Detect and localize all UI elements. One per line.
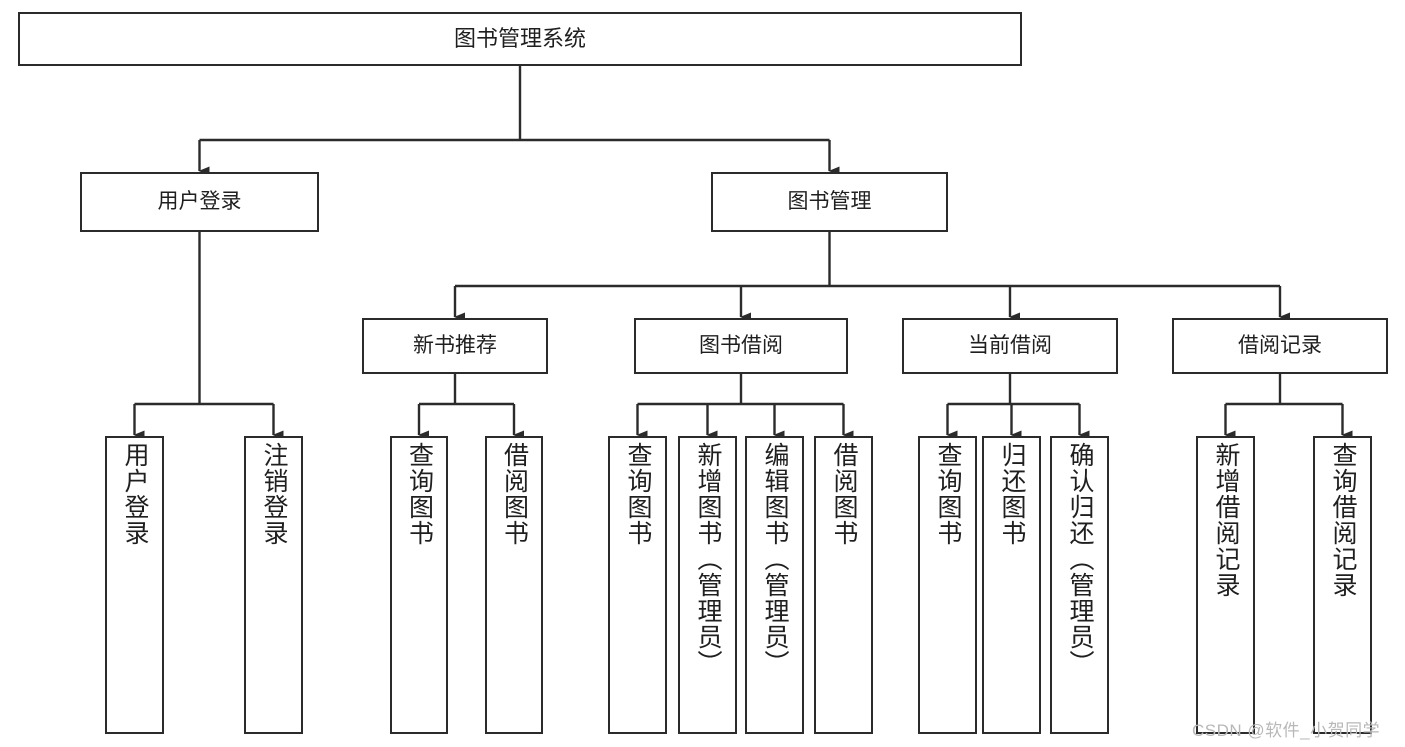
node-label-login: 用户登录 bbox=[157, 189, 242, 213]
node-current[interactable]: 当前借阅 bbox=[902, 318, 1118, 374]
node-root[interactable]: 图书管理系统 bbox=[18, 12, 1022, 66]
csdn-watermark: CSDN @软件_小贺同学 bbox=[1192, 721, 1381, 740]
node-label-l-bbook1: 借阅图书 bbox=[500, 442, 529, 546]
node-l-confirm[interactable]: 确认归还（管理员） bbox=[1050, 436, 1109, 734]
node-label-l-addrec: 新增借阅记录 bbox=[1212, 442, 1240, 598]
node-l-qbook2[interactable]: 查询图书 bbox=[608, 436, 667, 734]
node-l-bbook1[interactable]: 借阅图书 bbox=[485, 436, 543, 734]
node-label-borrow: 图书借阅 bbox=[699, 333, 783, 357]
node-label-bookmgmt: 图书管理 bbox=[787, 189, 872, 213]
node-l-addbook[interactable]: 新增图书（管理员） bbox=[678, 436, 737, 734]
node-l-qbook1[interactable]: 查询图书 bbox=[390, 436, 448, 734]
node-bookmgmt[interactable]: 图书管理 bbox=[711, 172, 948, 232]
node-login[interactable]: 用户登录 bbox=[80, 172, 319, 232]
node-l-qbook3[interactable]: 查询图书 bbox=[918, 436, 977, 734]
node-label-root: 图书管理系统 bbox=[453, 26, 586, 52]
node-label-records: 借阅记录 bbox=[1238, 333, 1322, 357]
node-label-l-bbook2: 借阅图书 bbox=[830, 442, 858, 546]
node-label-l-login: 用户登录 bbox=[121, 442, 149, 546]
node-l-logout[interactable]: 注销登录 bbox=[244, 436, 303, 734]
node-label-l-logout: 注销登录 bbox=[260, 442, 288, 546]
node-label-l-addbook: 新增图书（管理员） bbox=[694, 442, 722, 676]
node-l-addrec[interactable]: 新增借阅记录 bbox=[1196, 436, 1255, 734]
node-l-return[interactable]: 归还图书 bbox=[982, 436, 1041, 734]
node-label-current: 当前借阅 bbox=[968, 333, 1052, 357]
node-l-bbook2[interactable]: 借阅图书 bbox=[814, 436, 873, 734]
node-l-login[interactable]: 用户登录 bbox=[105, 436, 164, 734]
node-label-l-editbook: 编辑图书（管理员） bbox=[761, 442, 789, 676]
node-l-qrec[interactable]: 查询借阅记录 bbox=[1313, 436, 1372, 734]
node-l-editbook[interactable]: 编辑图书（管理员） bbox=[745, 436, 804, 734]
node-label-l-return: 归还图书 bbox=[998, 442, 1026, 546]
node-borrow[interactable]: 图书借阅 bbox=[634, 318, 848, 374]
node-records[interactable]: 借阅记录 bbox=[1172, 318, 1388, 374]
node-newbook[interactable]: 新书推荐 bbox=[362, 318, 548, 374]
node-label-l-qbook2: 查询图书 bbox=[624, 442, 652, 546]
node-label-l-qbook3: 查询图书 bbox=[934, 442, 962, 546]
node-label-l-confirm: 确认归还（管理员） bbox=[1066, 442, 1094, 676]
node-label-l-qbook1: 查询图书 bbox=[405, 442, 434, 546]
node-label-l-qrec: 查询借阅记录 bbox=[1329, 442, 1357, 598]
node-label-newbook: 新书推荐 bbox=[413, 333, 497, 357]
